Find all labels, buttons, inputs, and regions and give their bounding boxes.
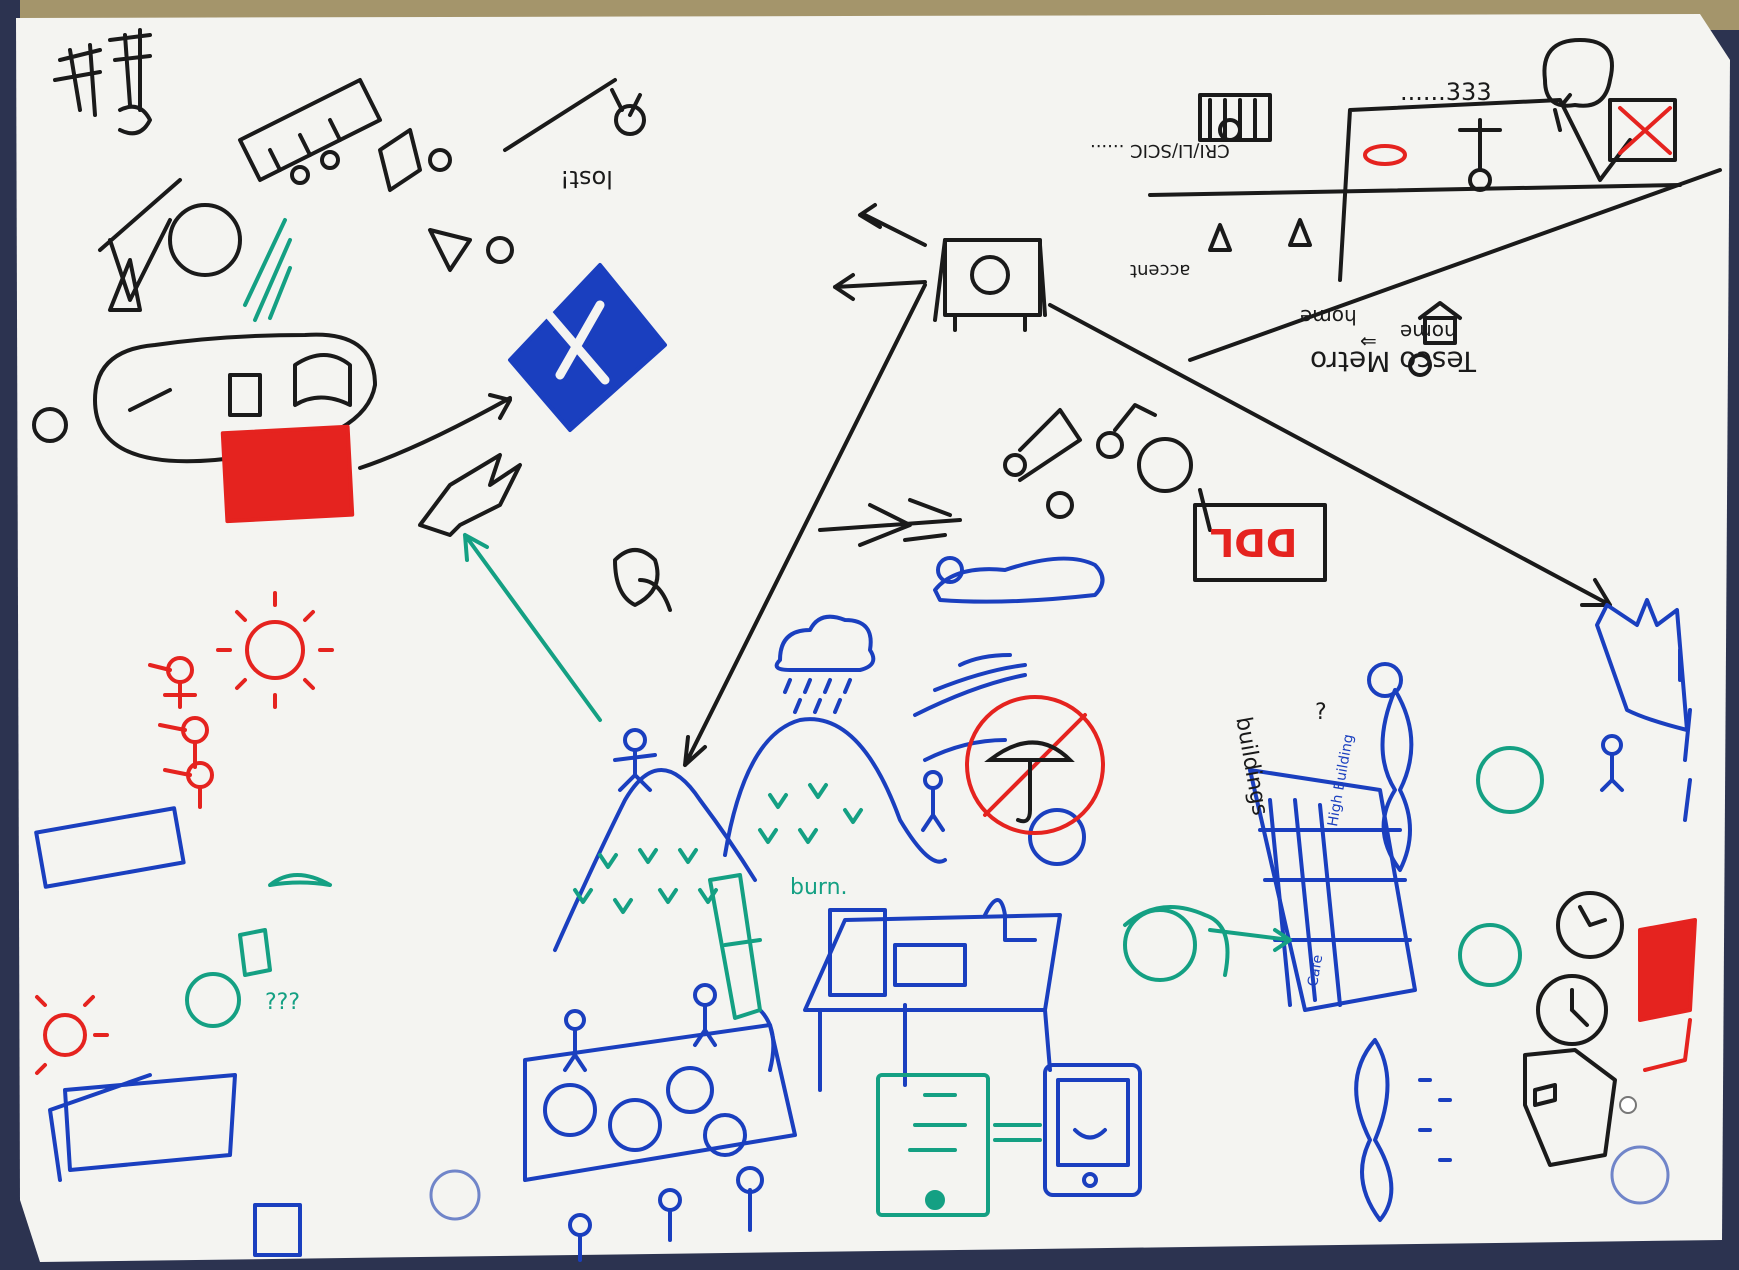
hillside-sketch bbox=[1148, 98, 1722, 362]
sun-cloud-icon bbox=[933, 556, 1105, 604]
face-icon bbox=[1458, 923, 1522, 987]
sun-icon bbox=[216, 591, 334, 709]
crossed-box-icon bbox=[1608, 98, 1677, 162]
qmarks-label: ??? bbox=[265, 990, 301, 1015]
home-arrow-icon: ⇒ bbox=[1360, 330, 1377, 354]
cri-label: CRI/LI/SCIC ...... bbox=[1090, 140, 1230, 161]
envelope-icon bbox=[253, 1203, 302, 1257]
book-icon bbox=[238, 928, 272, 977]
saltire-flag-icon bbox=[508, 263, 667, 432]
building-icon bbox=[1248, 768, 1417, 1012]
clock-icon bbox=[1028, 808, 1086, 866]
stick-figure-icon bbox=[563, 983, 764, 1262]
phone-icon bbox=[1043, 1063, 1142, 1197]
home-label: home bbox=[1300, 305, 1357, 329]
arrow-left bbox=[833, 273, 927, 301]
laptop-icon bbox=[48, 1073, 237, 1182]
wave-lines bbox=[1595, 598, 1692, 822]
no-umbrella-icon bbox=[965, 695, 1105, 835]
pin-hole bbox=[1619, 1096, 1637, 1114]
tree-cloud bbox=[1380, 688, 1414, 872]
arrow-left-up bbox=[858, 203, 927, 247]
building-icon bbox=[1198, 93, 1272, 142]
face-icon bbox=[32, 407, 68, 443]
red-square-icon bbox=[1638, 918, 1697, 1022]
green-hatch bbox=[243, 218, 292, 322]
dinner-table-icon bbox=[523, 1008, 797, 1182]
cn-scribble-icon bbox=[53, 28, 152, 136]
cyclist-icon bbox=[1003, 403, 1157, 519]
cursor-icon bbox=[1610, 1145, 1670, 1205]
luggage-person-icon bbox=[378, 128, 514, 272]
camera-icon bbox=[933, 238, 1047, 332]
stick-figure-icon bbox=[613, 728, 657, 792]
bicycle-icon bbox=[98, 178, 242, 312]
airplane-icon bbox=[818, 498, 962, 547]
sun-icon bbox=[35, 995, 109, 1075]
ddl-label: DDL bbox=[1210, 520, 1298, 564]
accent-label: accent bbox=[1130, 260, 1191, 281]
mountain-icon bbox=[553, 717, 947, 952]
paper-sheet bbox=[16, 14, 1730, 1262]
scribble-figure bbox=[613, 548, 672, 612]
red-oval bbox=[1363, 144, 1407, 166]
arrow-to-mountain bbox=[683, 283, 927, 767]
home2-label: home bbox=[1400, 320, 1457, 344]
bird-icon bbox=[418, 453, 522, 537]
rain-cloud-icon bbox=[774, 614, 876, 714]
face-icon bbox=[1123, 905, 1292, 982]
crossed-box-icon bbox=[1618, 106, 1672, 155]
umbrella-icon bbox=[984, 740, 1075, 824]
house-person-icon bbox=[1408, 301, 1462, 377]
burn-label: burn. bbox=[790, 875, 848, 900]
arrow-to-bird bbox=[463, 533, 602, 722]
numbers-label: ......333 bbox=[1400, 78, 1492, 106]
train-icon bbox=[238, 78, 382, 185]
tesco-metro-label: Tesco Metro bbox=[1310, 345, 1476, 378]
sync-arrows bbox=[993, 1123, 1042, 1142]
sun-icon bbox=[1367, 662, 1403, 698]
wind-lines bbox=[913, 653, 1027, 762]
cursor-icon bbox=[429, 1169, 481, 1221]
tree-cloud bbox=[1354, 1038, 1394, 1222]
ddl-sign bbox=[1193, 503, 1327, 582]
house-icon bbox=[1523, 1048, 1617, 1167]
red-flagpole bbox=[1643, 1018, 1692, 1072]
burn-chart bbox=[708, 873, 762, 1020]
table-icon bbox=[803, 898, 1062, 1092]
face-icon bbox=[1476, 746, 1544, 814]
face-icon bbox=[185, 972, 241, 1028]
stick-figure-icon bbox=[148, 656, 214, 809]
clock-icon bbox=[1536, 891, 1624, 1046]
moon-icon bbox=[268, 873, 332, 887]
bird-arrow bbox=[358, 396, 512, 470]
cloud-icon bbox=[1542, 38, 1614, 132]
hanging-figure-icon bbox=[503, 78, 646, 152]
stick-figure-icon bbox=[921, 770, 945, 832]
red-square-icon bbox=[220, 424, 355, 524]
shrub-marks bbox=[573, 783, 863, 914]
thought-bubble bbox=[93, 332, 377, 464]
face-icon bbox=[1137, 437, 1193, 493]
question-label: ? bbox=[1315, 700, 1327, 725]
lost-label: lost! bbox=[560, 165, 613, 193]
tablet-icon bbox=[876, 1073, 990, 1217]
laptop-lid bbox=[34, 806, 186, 889]
